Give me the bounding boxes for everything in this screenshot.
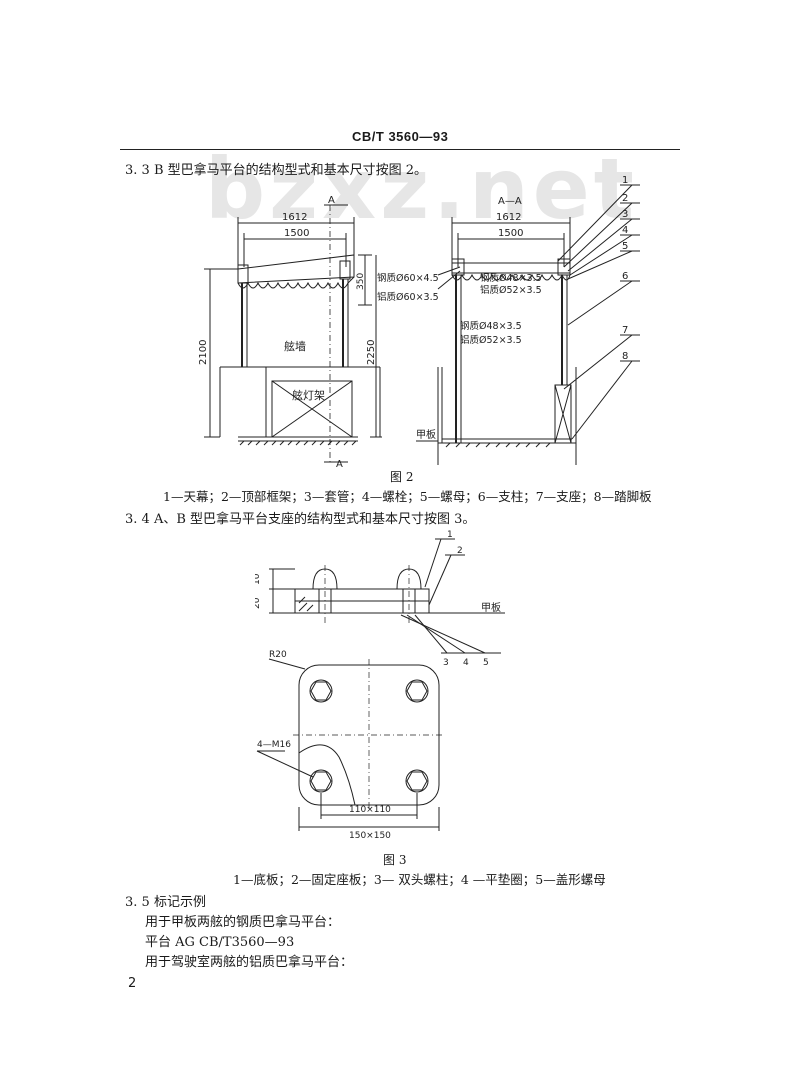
fig2-top-steel: 钢质Ø48×3.5 bbox=[480, 272, 542, 284]
fig2-callout-3: 3 bbox=[622, 209, 628, 220]
fig2-pipe-alu: 铝质Ø60×3.5 bbox=[377, 291, 439, 303]
figure-2-drawing: A A 1612 1500 2100 350 2250 舷墙 舷灯架 钢质Ø60… bbox=[198, 175, 640, 470]
fig3-callout-1: 1 bbox=[447, 530, 453, 540]
fig2-callout-5: 5 bbox=[622, 241, 628, 252]
fig3-callout-4: 4 bbox=[463, 658, 469, 668]
fig2-section-mark-bottom: A bbox=[336, 459, 343, 470]
fig2-callout-2: 2 bbox=[622, 193, 628, 204]
fig2-callout-4: 4 bbox=[622, 225, 628, 236]
page-number: 2 bbox=[128, 976, 137, 991]
fig2-callout-6: 6 bbox=[622, 271, 628, 282]
section-3-5: 3. 5 标记示例 bbox=[125, 895, 206, 910]
section-3-4: 3. 4 A、B 型巴拿马平台支座的结构型式和基本尺寸按图 3。 bbox=[125, 512, 476, 527]
fig2-label-light-frame: 舷灯架 bbox=[292, 388, 325, 402]
fig2-label-bulwark: 舷墙 bbox=[284, 339, 306, 353]
fig2-left-dim-outer: 1612 bbox=[282, 212, 307, 223]
fig2-post-alu: 铝质Ø52×3.5 bbox=[460, 334, 522, 346]
fig2-label-deck: 甲板 bbox=[416, 428, 436, 441]
figure-2-caption: 图 2 bbox=[390, 470, 414, 484]
marking-line-1: 用于甲板两舷的钢质巴拿马平台： bbox=[145, 915, 341, 930]
fig2-right-dim-inner: 1500 bbox=[498, 228, 523, 239]
fig3-dim-outer: 150×150 bbox=[349, 831, 391, 841]
fig2-callout-8: 8 bbox=[622, 351, 628, 362]
figure-3-drawing: 10 20 R20 4—M16 110×110 150×150 甲板 1 2 3… bbox=[255, 530, 505, 841]
fig3-callout-5: 5 bbox=[483, 658, 489, 668]
marking-line-2: 平台 AG CB/T3560—93 bbox=[145, 935, 295, 950]
fig3-label-deck: 甲板 bbox=[481, 601, 501, 614]
fig3-callout-2: 2 bbox=[457, 546, 463, 556]
section-3-3: 3. 3 B 型巴拿马平台的结构型式和基本尺寸按图 2。 bbox=[125, 163, 428, 178]
fig2-dim-height: 2100 bbox=[198, 340, 209, 365]
fig2-pipe-steel: 钢质Ø60×4.5 bbox=[377, 272, 439, 284]
fig2-right-dim-outer: 1612 bbox=[496, 212, 521, 223]
fig2-left-dim-inner: 1500 bbox=[284, 228, 309, 239]
fig3-callout-3: 3 bbox=[443, 658, 449, 668]
fig2-top-alu: 铝质Ø52×3.5 bbox=[480, 284, 542, 296]
fig2-dim-upper: 350 bbox=[356, 273, 366, 290]
fig2-right-section-title: A—A bbox=[498, 196, 522, 207]
fig2-dim-total: 2250 bbox=[366, 340, 377, 365]
header-rule bbox=[120, 149, 680, 150]
figure-3-caption: 图 3 bbox=[383, 853, 407, 867]
fig3-dim-inner: 110×110 bbox=[349, 805, 391, 815]
figure-2-legend: 1—天幕；2—顶部框架；3—套管；4—螺栓；5—螺母；6—支柱；7—支座；8—踏… bbox=[163, 489, 652, 504]
fig2-callout-1: 1 bbox=[622, 175, 628, 186]
marking-line-3: 用于驾驶室两舷的铝质巴拿马平台： bbox=[145, 955, 354, 970]
fig2-post-steel: 钢质Ø48×3.5 bbox=[460, 320, 522, 332]
fig3-dim-radius: R20 bbox=[269, 650, 287, 660]
fig3-dim-bolt: 4—M16 bbox=[257, 740, 291, 750]
standard-number: CB/T 3560—93 bbox=[352, 129, 449, 144]
fig2-section-mark-top: A bbox=[328, 195, 335, 206]
fig2-callout-7: 7 bbox=[622, 325, 628, 336]
fig3-dim-h20: 20 bbox=[255, 597, 262, 609]
fig3-dim-h10: 10 bbox=[255, 573, 262, 585]
figure-3-legend: 1—底板；2—固定座板；3— 双头螺柱；4 —平垫圈；5—盖形螺母 bbox=[233, 872, 606, 887]
